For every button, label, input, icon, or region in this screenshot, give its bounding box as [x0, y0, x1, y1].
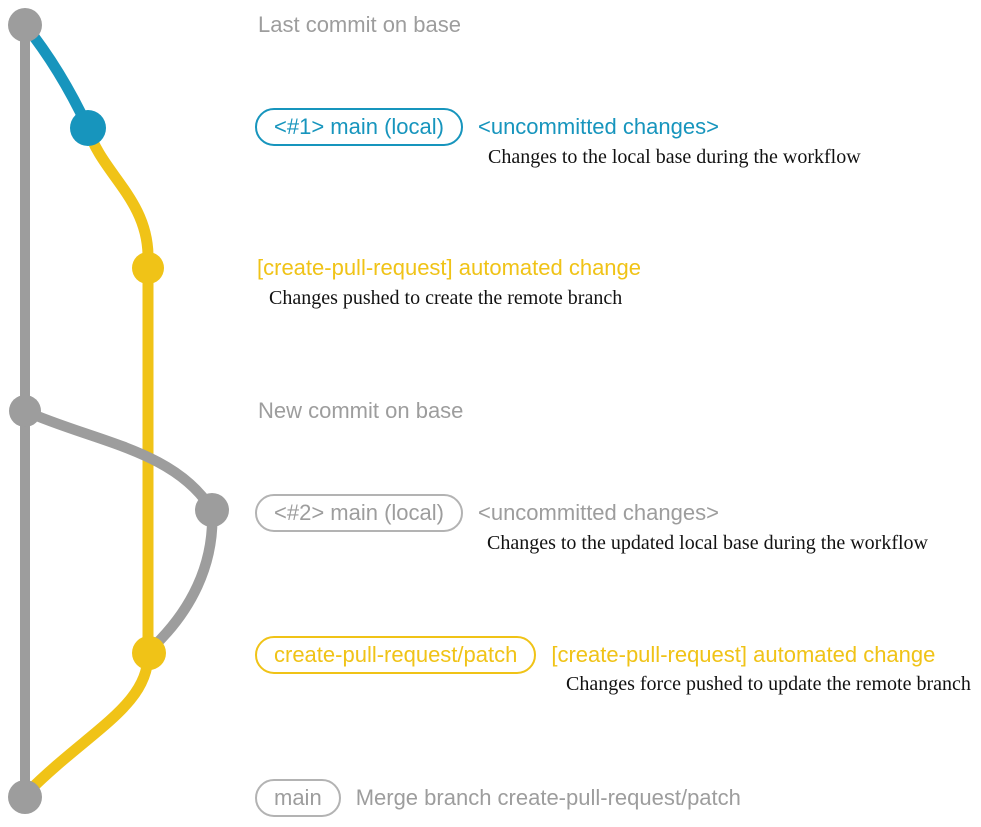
branch-pill-main-local-1: <#1> main (local): [255, 108, 463, 146]
row-main-local-2: <#2> main (local) <uncommitted changes>: [255, 494, 719, 532]
desc-uncommitted-1: Changes to the local base during the wor…: [488, 146, 861, 168]
last-commit-on-base-node: [8, 8, 42, 42]
annotation-new-commit-on-base: New commit on base: [258, 398, 464, 423]
automated-change-2-node: [132, 636, 166, 670]
branch-pill-patch: create-pull-request/patch: [255, 636, 537, 674]
rebase-edge-line: [19, 405, 218, 516]
branch-pill-main-local-2: <#2> main (local): [255, 494, 463, 532]
patch-branch-line: [22, 122, 154, 798]
commit-label-merge: Merge branch create-pull-request/patch: [355, 784, 741, 810]
commit-label-automated-change-1: [create-pull-request] automated change: [257, 255, 642, 280]
desc-automated-change-2: Changes force pushed to update the remot…: [566, 673, 971, 695]
new-commit-on-base-node: [9, 395, 41, 427]
merge-commit-node: [8, 780, 42, 814]
annotation-last-commit-on-base: Last commit on base: [258, 12, 461, 37]
desc-uncommitted-2: Changes to the updated local base during…: [487, 532, 928, 554]
desc-automated-change-1: Changes pushed to create the remote bran…: [269, 287, 623, 309]
row-merge: main Merge branch create-pull-request/pa…: [255, 779, 741, 817]
force-push-edge-line: [146, 504, 218, 654]
row-patch-branch: create-pull-request/patch [create-pull-r…: [255, 636, 935, 674]
automated-change-1-node: [132, 252, 164, 284]
branch-pill-main: main: [255, 779, 341, 817]
main-local-1-node: [70, 110, 106, 146]
commit-label-uncommitted-1: <uncommitted changes>: [477, 113, 719, 139]
row-main-local-1: <#1> main (local) <uncommitted changes>: [255, 108, 719, 146]
local-main-branch-line: [19, 19, 94, 134]
commit-label-automated-change-2: [create-pull-request] automated change: [551, 641, 936, 667]
commit-label-uncommitted-2: <uncommitted changes>: [477, 499, 719, 525]
git-graph: [8, 8, 229, 814]
main-local-2-node: [195, 493, 229, 527]
